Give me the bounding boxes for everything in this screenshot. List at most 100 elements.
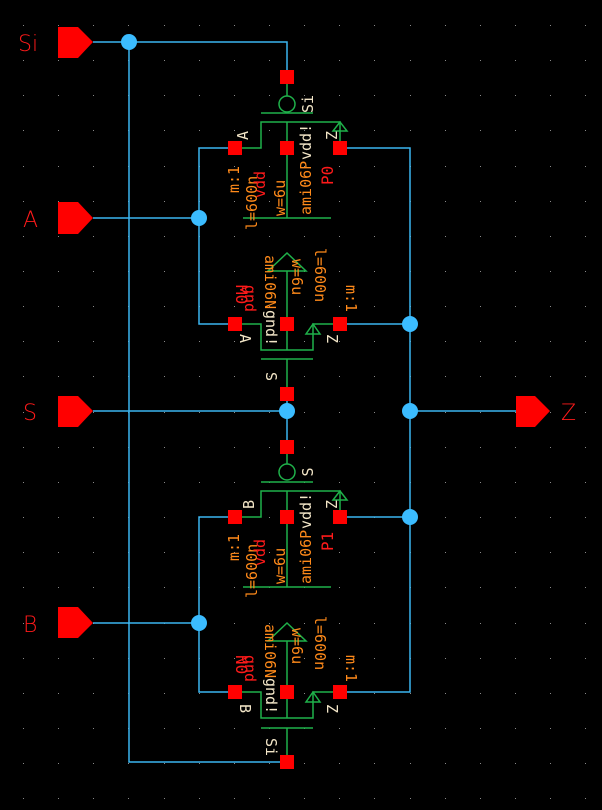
grid-dot [58,587,59,588]
grid-dot [585,271,586,272]
grid-dot [445,763,446,764]
transistor-m0[interactable]: A Z S gnd! M0 gnd ami06N w=6u l=600n m:1 [228,248,360,401]
grid-dot [550,95,551,96]
p1-model-label: ami06P [297,530,315,584]
grid-dot [58,271,59,272]
grid-dot [374,482,375,483]
grid-dot [304,60,305,61]
input-pin-icon[interactable] [58,202,93,234]
p1-instance-label: P1 [318,532,337,551]
net-a-branch[interactable] [198,147,228,325]
output-pin-icon[interactable] [516,396,550,427]
pin-a[interactable]: A [23,202,93,234]
grid-dot [480,728,481,729]
input-pin-icon[interactable] [58,396,93,427]
net-si-trunk[interactable] [128,42,287,763]
p0-model-label: ami06P [297,161,315,215]
grid-dot [164,271,165,272]
input-pin-icon[interactable] [58,607,93,638]
grid-dot [585,763,586,764]
grid-dot [93,95,94,96]
grid-dot [23,306,24,307]
grid-dot [410,25,411,26]
p1-w-label: w=6u [271,548,289,584]
grid-dot [269,236,270,237]
grid-dot [58,95,59,96]
grid-dot [93,658,94,659]
grid-dot [445,412,446,413]
grid-dot [480,587,481,588]
transistor-p0[interactable]: Si A Z m:1 l=600n vdd w=6u ami06P vdd! P… [225,70,349,230]
net-si-wire[interactable] [93,41,288,70]
grid-dot [550,236,551,237]
grid-dot [550,517,551,518]
grid-dot [234,271,235,272]
grid-dot [550,166,551,167]
n0-bulk-label: gnd! [262,678,280,714]
grid-dot [515,447,516,448]
grid-dot [410,60,411,61]
grid-dot [58,658,59,659]
grid-dot [164,60,165,61]
grid-dot [304,166,305,167]
grid-dot [93,517,94,518]
grid-dot [550,341,551,342]
grid-dot [515,798,516,799]
grid-dot [58,447,59,448]
pin-b[interactable]: B [23,607,93,638]
grid-dot [339,798,340,799]
grid-dot [93,447,94,448]
grid-dot [199,376,200,377]
p0-bulk-label: vdd! [297,124,315,160]
grid-dot [515,552,516,553]
grid-dot [199,60,200,61]
p0-instance-label: P0 [318,166,337,185]
pin-z[interactable]: Z [516,396,576,427]
grid-dot [58,728,59,729]
grid-dot [269,798,270,799]
grid-dot [304,447,305,448]
grid-dot [374,376,375,377]
grid-dot [164,798,165,799]
transistor-n0[interactable]: B Z Si gnd! N0 gnd ami06N w=6u l=600n m:… [228,616,360,769]
transistor-p1[interactable]: S B Z m:1 l=600n vdd w=6u ami06P vdd! P1 [225,440,349,598]
grid-dot [445,517,446,518]
pin-z-label: Z [561,401,576,426]
grid-dot [585,341,586,342]
grid-dot [234,95,235,96]
grid-dot [58,517,59,518]
input-pin-icon[interactable] [58,27,93,58]
grid-dot [480,236,481,237]
grid-dot [234,306,235,307]
grid-dot [58,130,59,131]
grid-dot [234,623,235,624]
grid-dot [93,728,94,729]
grid-dot [234,587,235,588]
grid-dot [445,236,446,237]
grid-dot [23,763,24,764]
pin-si[interactable]: Si [18,27,93,58]
net-b-branch[interactable] [198,516,228,693]
grid-dot [515,341,516,342]
grid-dot [58,166,59,167]
grid-dot [550,60,551,61]
grid-dot [515,658,516,659]
grid-dot [199,763,200,764]
grid-dot [23,130,24,131]
grid-dot [23,447,24,448]
grid-dot [374,341,375,342]
grid-dot [93,201,94,202]
grid-dot [234,25,235,26]
pin-s[interactable]: S [23,396,93,427]
grid-dot [199,447,200,448]
grid-dot [480,25,481,26]
net-z-rail[interactable] [347,147,411,693]
n0-instance-label: N0 [232,655,251,674]
grid-dot [269,623,270,624]
grid-dot [58,552,59,553]
grid-dot [585,623,586,624]
junction-dot [121,34,137,50]
p0-source-label: A [234,131,252,140]
pin-a-label: A [23,208,38,233]
